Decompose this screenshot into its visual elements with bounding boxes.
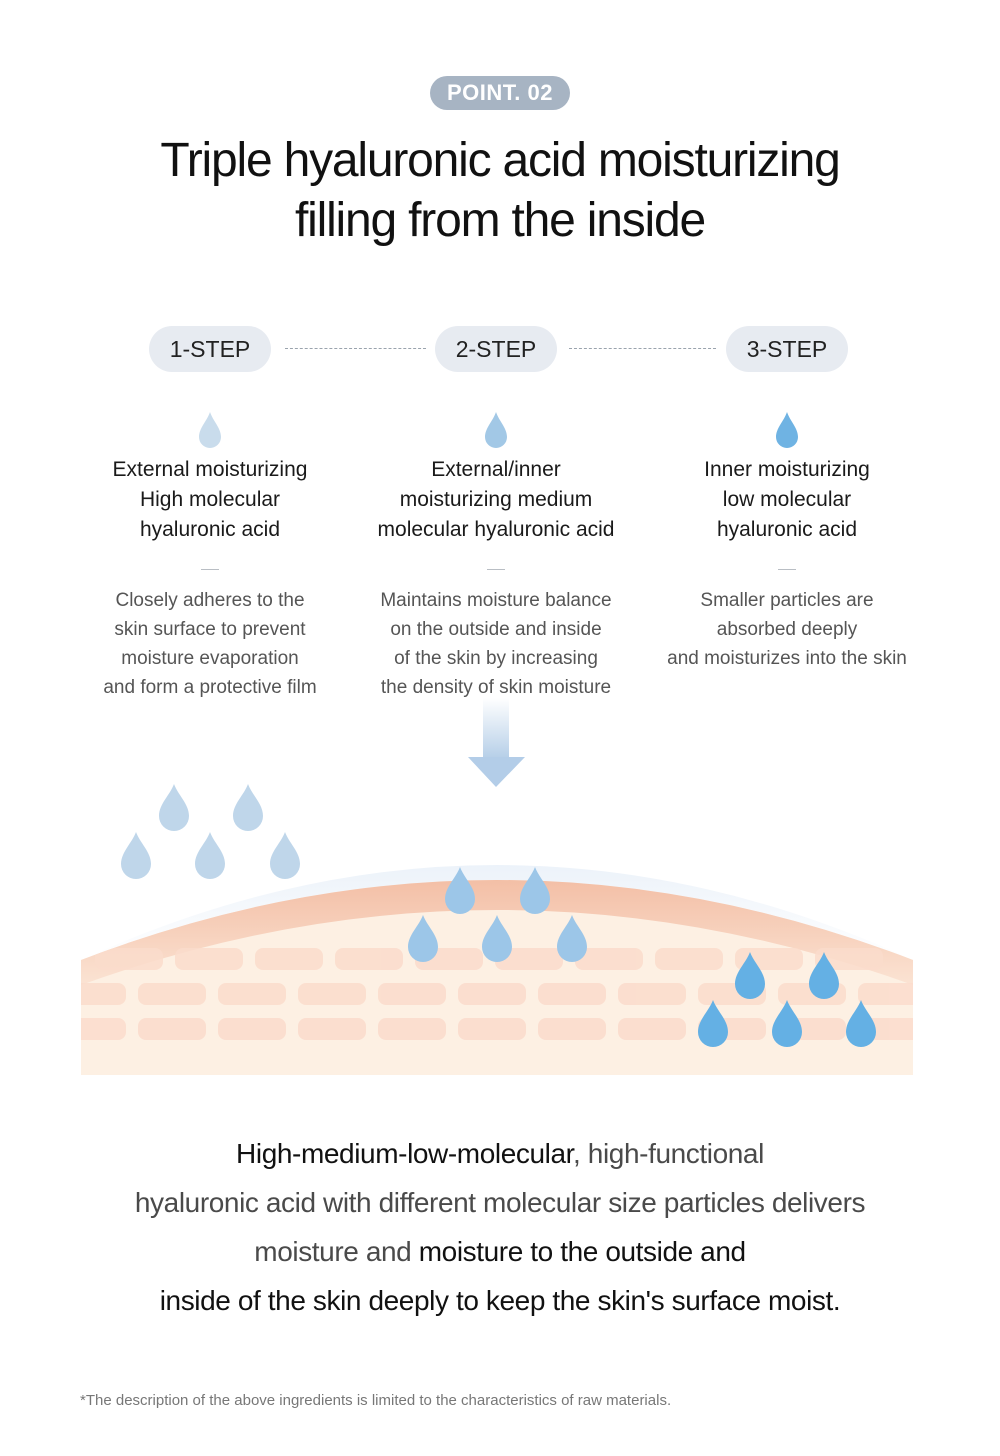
point-badge: POINT. 02 xyxy=(430,76,570,110)
skin-outer-layer xyxy=(81,880,913,985)
step-3-description: Smaller particles are absorbed deeply an… xyxy=(667,590,907,669)
water-drop-icon-step1 xyxy=(199,412,221,448)
step-2-pill: 2-STEP xyxy=(435,326,557,372)
step-3-divider xyxy=(778,569,796,570)
step-1-divider xyxy=(201,569,219,570)
step-1-description: Closely adheres to the skin surface to p… xyxy=(103,590,317,698)
summary-line-1: High-medium-low-molecular, high-function… xyxy=(236,1138,764,1169)
water-drop-icon-step2 xyxy=(485,412,507,448)
step-2-description: Maintains moisture balance on the outsid… xyxy=(380,590,612,698)
step-connector-1 xyxy=(285,348,426,349)
high-molecular-drops xyxy=(121,784,300,879)
step-3-pill: 3-STEP xyxy=(726,326,848,372)
water-drop-icon-step3 xyxy=(776,412,798,448)
step-1-pill: 1-STEP xyxy=(149,326,271,372)
down-arrow-icon xyxy=(468,698,525,787)
page-title-line2: filling from the inside xyxy=(295,194,706,247)
summary-line-4: inside of the skin deeply to keep the sk… xyxy=(159,1285,841,1316)
step-1-title: External moisturizing High molecular hya… xyxy=(112,458,308,541)
step-connector-2 xyxy=(569,348,716,349)
step-2-title: External/inner moisturizing medium molec… xyxy=(377,458,615,541)
summary-line-3: moisture and moisture to the outside and xyxy=(254,1236,746,1267)
page-title-line1: Triple hyaluronic acid moisturizing xyxy=(160,134,840,187)
summary-line-2: hyaluronic acid with different molecular… xyxy=(134,1187,866,1218)
step-2-divider xyxy=(487,569,505,570)
footnote: *The description of the above ingredient… xyxy=(80,1392,672,1409)
step-3-title: Inner moisturizing low molecular hyaluro… xyxy=(704,458,870,541)
skin-absorption-illustration xyxy=(81,698,913,1075)
